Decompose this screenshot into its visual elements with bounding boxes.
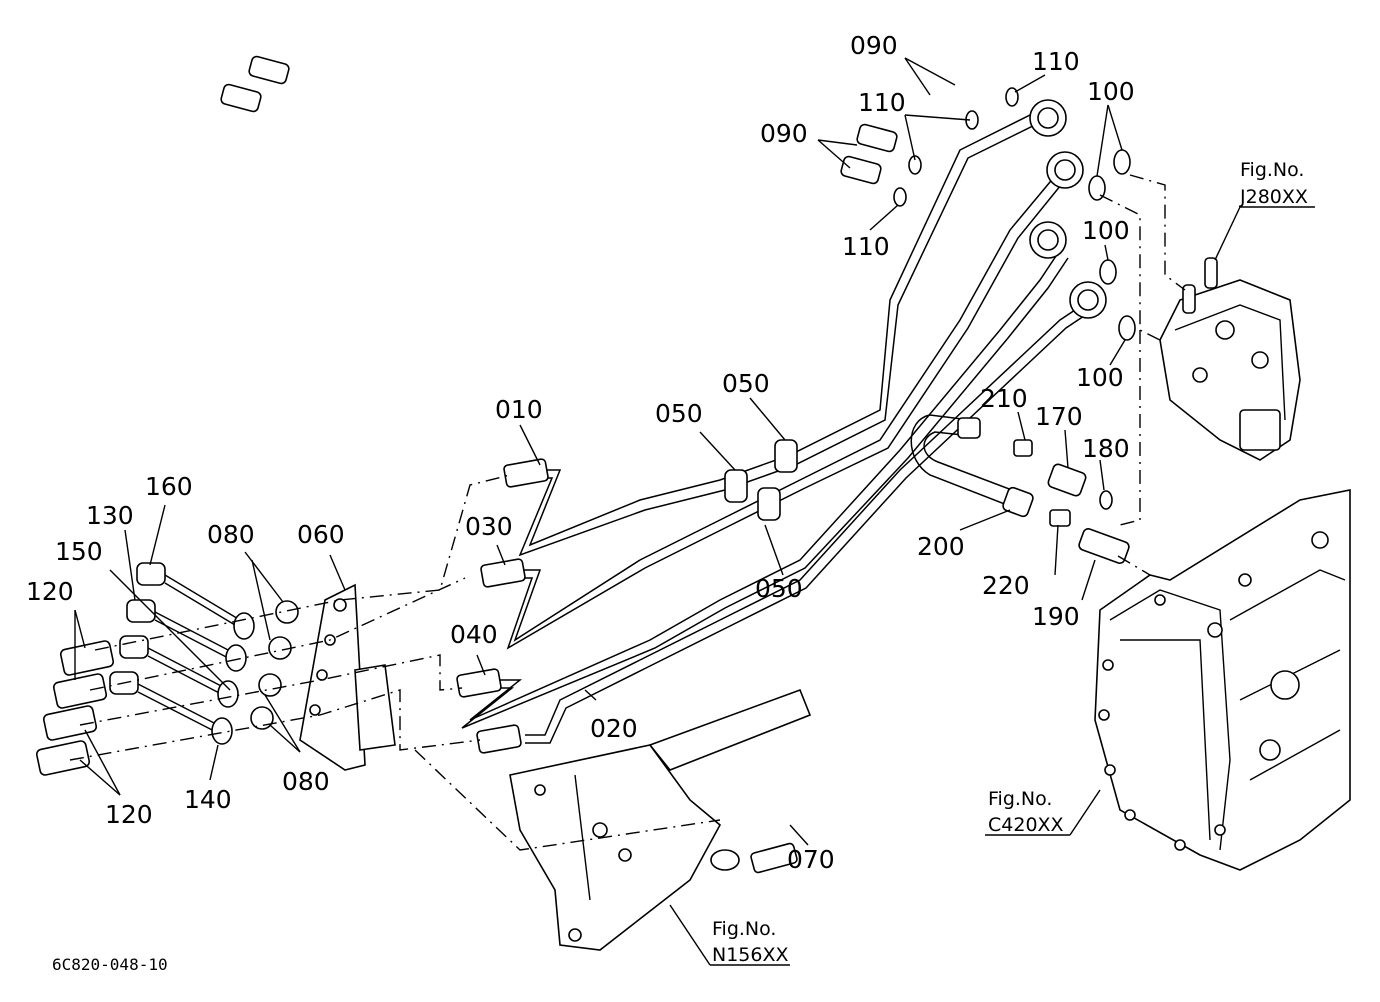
label-200: 200	[917, 532, 965, 561]
pipe-clamps	[724, 439, 798, 521]
figref-n156-line2: N156XX	[712, 944, 789, 966]
figref-n156-line1: Fig.No.	[712, 918, 776, 940]
bracket-060	[299, 583, 396, 771]
label-060: 060	[297, 520, 345, 549]
hose-assembly	[910, 414, 1130, 564]
label-150: 150	[55, 537, 103, 566]
label-180: 180	[1082, 434, 1130, 463]
label-120-a: 120	[26, 577, 74, 606]
label-010: 010	[495, 395, 543, 424]
label-160: 160	[145, 472, 193, 501]
label-110-b: 110	[858, 88, 906, 117]
label-080-a: 080	[207, 520, 255, 549]
label-220: 220	[982, 571, 1030, 600]
label-130: 130	[86, 501, 134, 530]
label-090-a: 090	[850, 31, 898, 60]
pipe-end-fittings	[456, 99, 1107, 754]
figref-j280-line1: Fig.No.	[1240, 159, 1304, 181]
banjo-bolts	[220, 55, 898, 185]
label-030: 030	[465, 512, 513, 541]
label-040: 040	[450, 620, 498, 649]
label-100-b: 100	[1082, 216, 1130, 245]
control-valve	[1159, 257, 1301, 461]
label-020: 020	[590, 714, 638, 743]
label-080-b: 080	[282, 767, 330, 796]
label-170: 170	[1035, 402, 1083, 431]
diagram-code: 6C820-048-10	[52, 955, 168, 974]
figref-j280-line2: J280XX	[1239, 186, 1308, 208]
label-050-b: 050	[722, 369, 770, 398]
centre-lines	[69, 174, 1186, 851]
label-100-c: 100	[1076, 363, 1124, 392]
label-120-b: 120	[105, 800, 153, 829]
hydraulic-pipes	[461, 109, 1097, 744]
label-210: 210	[980, 384, 1028, 413]
label-140: 140	[184, 785, 232, 814]
figref-c420-line1: Fig.No.	[988, 788, 1052, 810]
label-070: 070	[787, 845, 835, 874]
label-050-a: 050	[655, 399, 703, 428]
figref-c420-line2: C420XX	[988, 814, 1064, 836]
label-190: 190	[1032, 602, 1080, 631]
label-100-a: 100	[1087, 77, 1135, 106]
label-110-c: 110	[842, 232, 890, 261]
figure-references: Fig.No. J280XX Fig.No. C420XX Fig.No. N1…	[712, 159, 1308, 966]
label-110-a: 110	[1032, 47, 1080, 76]
bracket-n156	[509, 688, 812, 951]
leader-lines	[74, 57, 1126, 846]
figref-lines	[669, 206, 1315, 966]
coupler-group	[35, 562, 299, 776]
transmission-case	[1094, 489, 1351, 871]
label-050-c: 050	[755, 574, 803, 603]
part-labels: 010 020 030 040 050 050 050 060 070 080 …	[26, 31, 1135, 874]
label-090-b: 090	[760, 119, 808, 148]
bolt-070	[750, 842, 798, 874]
